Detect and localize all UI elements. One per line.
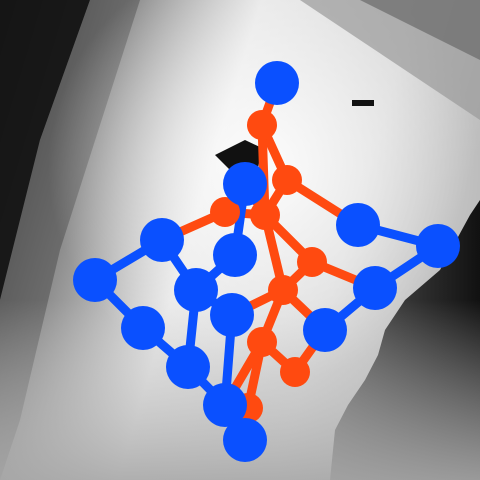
fingertip-keypoint [336,203,380,247]
depth-occlusion-patch [215,140,262,170]
skeleton-joint [280,357,310,387]
skeleton-joint [272,165,302,195]
fingertip-keypoint [210,293,254,337]
fingertip-keypoint [174,268,218,312]
skeleton-bone [257,120,270,220]
fingertip-keypoint [303,308,347,352]
skeleton-joint [247,327,277,357]
fingertip-keypoint [140,218,184,262]
skeleton-joint [250,200,280,230]
fingertip-keypoint [255,61,299,105]
skeleton-joint [297,247,327,277]
fingertip-keypoint [353,266,397,310]
fingertip-keypoint [121,306,165,350]
fingertip-keypoint [223,418,267,462]
skeleton-joint [247,110,277,140]
fingertip-keypoint [213,233,257,277]
fingertip-keypoint [223,162,267,206]
fingertip-keypoint [203,383,247,427]
skeleton-joint [210,197,240,227]
fingertip-keypoint [416,224,460,268]
hand-skeleton [73,61,460,462]
fingertip-keypoint [73,258,117,302]
fingertip-keypoint [166,345,210,389]
skeleton-joint [268,275,298,305]
